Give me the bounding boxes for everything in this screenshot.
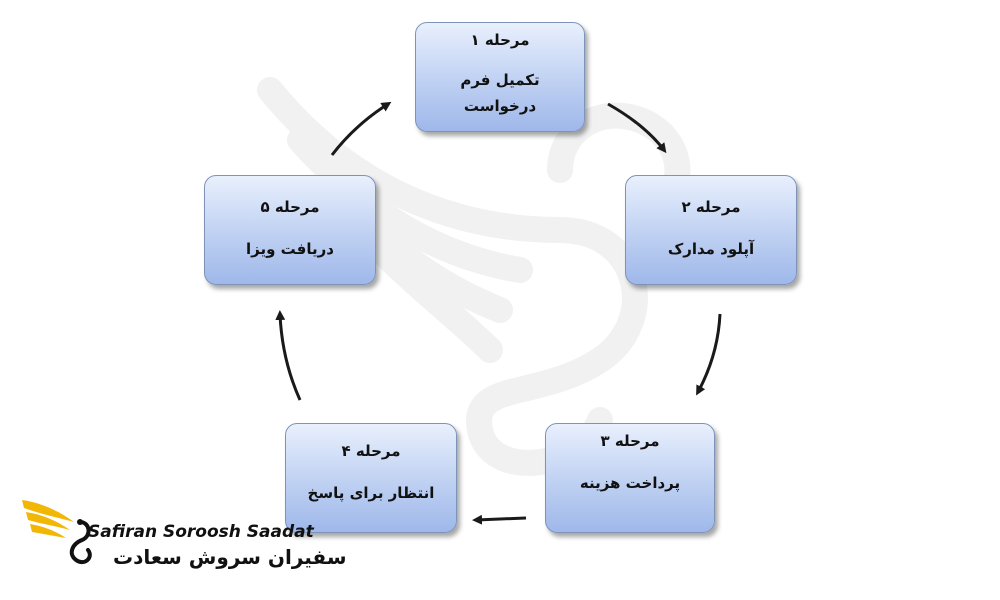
step-5-description: دریافت ویزا: [246, 240, 334, 258]
step-3-title: مرحله ۳: [600, 432, 660, 450]
step-2-box: مرحله ۲ آپلود مدارک: [625, 175, 797, 285]
step-1-box: مرحله ۱ تکمیل فرم درخواست: [415, 22, 585, 132]
step-4-box: مرحله ۴ انتظار برای پاسخ: [285, 423, 457, 533]
logo-name-english: Safiran Soroosh Saadat: [88, 522, 314, 542]
step-4-description: انتظار برای پاسخ: [307, 484, 435, 502]
logo-name-persian: سفیران سروش سعادت: [113, 545, 347, 569]
step-1-title: مرحله ۱: [470, 31, 530, 49]
step-3-description: پرداخت هزینه: [579, 474, 681, 492]
company-logo: Safiran Soroosh Saadat سفیران سروش سعادت: [18, 492, 347, 582]
arrow-step3-to-step4: [472, 514, 527, 525]
step-1-description: تکمیل فرم درخواست: [460, 67, 539, 119]
step-4-title: مرحله ۴: [341, 442, 401, 460]
step-3-box: مرحله ۳ پرداخت هزینه: [545, 423, 715, 533]
step-2-description: آپلود مدارک: [667, 240, 755, 258]
arrow-step2-to-step3: [696, 313, 722, 396]
step-2-title: مرحله ۲: [681, 198, 741, 216]
arrow-step1-to-step2: [607, 102, 667, 154]
step-1-desc-line1: تکمیل فرم: [460, 71, 540, 89]
step-5-title: مرحله ۵: [260, 198, 320, 216]
step-5-box: مرحله ۵ دریافت ویزا: [204, 175, 376, 285]
step-1-desc-line2: درخواست: [463, 97, 537, 115]
arrow-step5-to-step1: [330, 101, 392, 156]
wing-swan-logo-icon: [22, 500, 92, 565]
arrow-step4-to-step5: [275, 310, 302, 401]
